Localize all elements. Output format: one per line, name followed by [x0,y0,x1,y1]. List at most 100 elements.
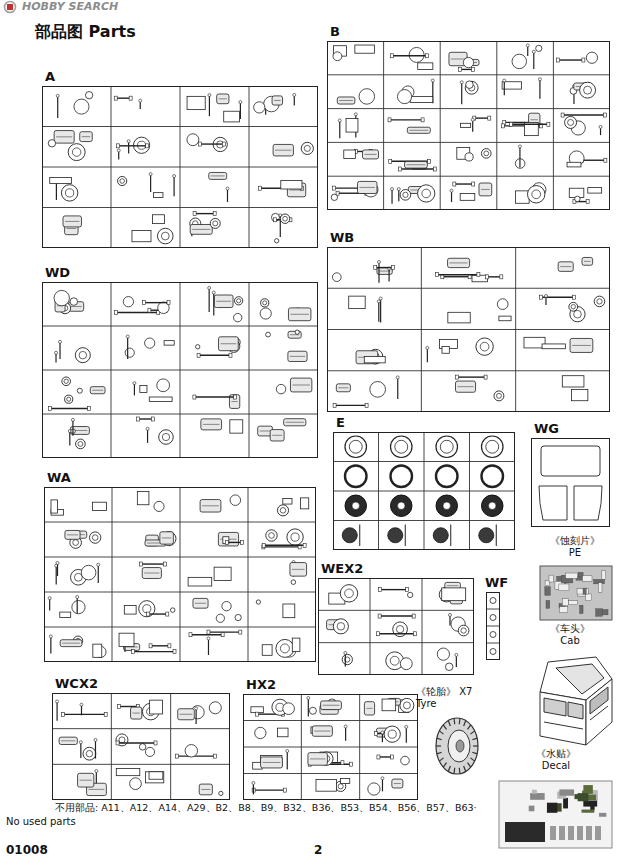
part-shape [456,655,457,667]
part-shape [391,466,413,488]
part-shape [494,391,504,401]
part-caption: 《车头》Cab [525,623,615,647]
part-shape [154,501,164,511]
part-shape [188,577,212,586]
sprue-frame: E [333,432,515,550]
part-shape [405,161,428,168]
part-shape [280,644,289,653]
part-shape [199,784,212,795]
tyre-tread [464,721,466,726]
part-shape [301,142,313,154]
sprue-frame: HX2 [243,694,418,800]
part-shape [479,183,492,196]
part-shape [309,707,316,714]
part-shape [214,295,233,308]
tyre-tread [436,745,441,746]
unused-parts-note: No used parts [6,815,76,828]
part-shape [465,153,473,161]
part-shape [407,127,430,133]
part-shape [331,194,337,200]
part-shape [431,79,434,82]
decal-item [550,826,556,840]
part-shape [565,116,577,128]
part-shape [260,431,271,432]
part-shape [149,772,163,779]
part-shape [170,608,174,612]
part-shape [437,274,479,275]
part-shape [255,727,266,738]
part-shape [261,757,283,768]
part-shape [56,94,59,97]
part-shape [116,768,140,775]
part-shape [180,714,193,715]
part-shape [162,537,172,538]
part-shape [68,144,85,161]
sprue-frame: B [327,41,610,210]
part-shape [167,301,170,305]
part-shape [48,597,51,600]
part-shape [65,530,80,539]
part-shape [292,569,305,570]
part-shape [490,649,496,655]
part-shape [460,193,475,200]
part-shape [198,355,231,356]
part-shape [209,172,227,179]
part-shape [580,82,596,98]
part-shape [414,632,417,636]
decal-item [578,793,589,801]
part-shape [190,224,212,234]
part-shape [455,653,458,656]
part-shape [349,440,362,453]
part-shape [209,702,221,714]
part-shape [571,389,587,400]
part-shape [569,302,578,311]
part-shape [157,379,170,392]
part-shape [422,189,431,198]
part-shape [456,375,459,379]
part-shape [375,267,394,268]
part-shape [213,212,216,216]
part-shape [201,789,210,790]
part-shape [359,89,375,105]
part-shape [342,528,357,543]
part-shape [63,714,107,715]
tyre-tread [464,766,466,771]
decal-item [559,826,565,840]
caption-text: Cab [525,635,615,647]
part-shape [98,565,99,583]
part-shape [442,588,466,601]
part-shape [74,573,82,581]
sprue-runner [370,578,371,675]
part-shape [363,150,379,159]
part-shape [119,737,125,743]
part-shape [477,273,480,277]
part-shape [140,563,165,564]
part-shape [262,543,265,547]
part-shape [133,382,136,385]
unused-parts-list: 不用部品: A11、A12、A14、A29、B2、B8、B9、B32、B36、B… [55,802,477,814]
sprue-runner [496,41,497,210]
part-shape [126,335,129,338]
part-shape [221,343,237,344]
part-shape [377,755,380,759]
part-shape [291,580,296,585]
part-shape [344,651,347,654]
decal-item [532,790,537,794]
tyre-tread [453,718,455,724]
part-shape [187,134,199,146]
part-shape [266,332,271,337]
part-shape [403,702,410,709]
sprue-letter: HX2 [246,677,276,692]
cab-drawing [540,657,612,745]
part-shape [127,337,128,359]
pe-fret [545,580,549,585]
pe-fret [562,599,568,606]
part-shape [384,726,400,742]
pe-fret [566,573,578,578]
part-shape [97,563,100,566]
part-shape [210,218,220,228]
part-shape [217,94,229,104]
part-shape [481,149,491,159]
part-shape [339,100,353,101]
sprue-runner [42,414,318,415]
